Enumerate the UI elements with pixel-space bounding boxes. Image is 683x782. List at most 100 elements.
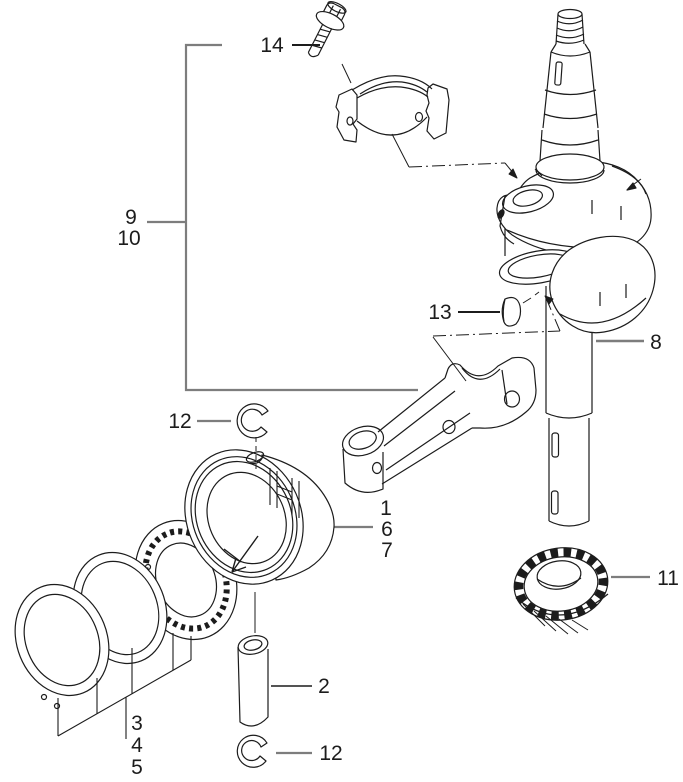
piston-part [184, 437, 335, 633]
piston-rings-part [14, 519, 238, 710]
rod-small-end-bore [348, 430, 377, 450]
top-ring-outer [14, 583, 110, 697]
crank-collar-bottom [535, 169, 605, 184]
rod-small-end-body [342, 448, 384, 493]
ring-drop-lines [57, 633, 192, 736]
rod-bolt-hole-left [442, 419, 456, 435]
label-12-bottom: 12 [319, 742, 342, 765]
key-alignment-dashes [522, 291, 540, 304]
crank-keyway-1 [551, 432, 560, 458]
gear-teeth [514, 547, 608, 621]
taper-keyway [554, 61, 563, 86]
label-6: 6 [381, 518, 393, 541]
thread-tip-sides [555, 13, 585, 45]
boss-oil-hole [497, 209, 505, 219]
crank-keyway-2 [550, 490, 559, 515]
rod-cap-right-lug [425, 83, 450, 140]
group-bracket-9-10 [184, 43, 418, 392]
rod-oil-hole [371, 461, 383, 475]
connecting-rod-part [341, 356, 537, 493]
woodruff-key-part [501, 291, 540, 327]
key-outline [501, 296, 522, 327]
bolt-head-top [327, 1, 347, 14]
piston-crown [184, 449, 304, 585]
thread-tip-top [557, 8, 583, 20]
rod-bolt-hole-right [503, 390, 521, 408]
rod-cap-face-curve [356, 116, 428, 136]
top-ring [14, 583, 110, 697]
rod-cap-arch-outer [351, 75, 433, 91]
crank-shoulder [550, 43, 591, 57]
gear-bore-depth [536, 577, 582, 587]
arrowhead [508, 168, 518, 179]
label-1: 1 [380, 497, 392, 520]
rod-cap-bolt-hole-left [346, 116, 354, 126]
rod-cap-bearing-edge [359, 81, 428, 95]
label-14: 14 [260, 34, 284, 57]
label-13: 13 [428, 301, 451, 324]
crank-taper [542, 51, 599, 129]
circlip-bottom-part [236, 734, 268, 768]
cap-alignment-line [391, 133, 518, 179]
label-12-top: 12 [168, 410, 191, 433]
ring-callout-lines [57, 633, 192, 739]
tip-threads [555, 19, 585, 44]
label-5: 5 [131, 756, 143, 779]
piston-arrow-stamp [223, 535, 259, 573]
pin-bore [243, 639, 263, 651]
piston-pin-part [237, 635, 269, 727]
circlip-top-part [236, 403, 269, 439]
piston-ring-groove-1 [190, 456, 298, 578]
label-11: 11 [657, 567, 679, 590]
crankpin-boss-side [499, 195, 515, 245]
gear-bottom-edge [515, 593, 609, 616]
label-8: 8 [650, 331, 662, 354]
label-2: 2 [318, 675, 330, 698]
key-flat-face [502, 298, 506, 323]
upper-web-lobe-line [611, 165, 647, 195]
rod-bearing-seat [461, 367, 501, 380]
label-9: 9 [125, 206, 137, 229]
piston-crown-rim [184, 449, 304, 585]
piston-pin-bore-mark [245, 451, 265, 465]
crank-shaft-lower [548, 418, 590, 521]
taper-bands [543, 89, 598, 120]
crank-collar [535, 153, 605, 181]
timing-gear-part [513, 547, 609, 635]
crankpin-bore [512, 189, 544, 207]
upper-web-ticks [591, 200, 622, 220]
rod-lug-face-line [501, 369, 508, 405]
label-4: 4 [131, 734, 143, 757]
gear-bore [536, 560, 582, 590]
ring-gap-mark [40, 693, 48, 701]
rod-cap-bearing-edge2 [356, 86, 429, 99]
rod-cap-bolt-hole [414, 111, 424, 123]
label-7: 7 [381, 539, 393, 562]
web-pointer-arrowhead [626, 182, 637, 191]
pin-bore-groove [249, 457, 264, 465]
rod-shank [377, 377, 473, 485]
journal-band [541, 139, 599, 146]
arrowhead [544, 295, 554, 305]
collar-tick [534, 168, 543, 177]
gear-helix-hatch [522, 603, 589, 635]
crank-lower-web [549, 235, 656, 334]
ring-gap-mark [53, 702, 61, 710]
bolt-shank [307, 23, 333, 56]
part-labels: 14 9 10 13 8 12 1 6 7 11 2 3 12 4 5 [117, 34, 679, 779]
piston-crown-face [206, 471, 287, 565]
crank-shaft-step [545, 412, 593, 419]
pin-body [237, 646, 269, 727]
bolt-hex [322, 2, 346, 23]
label-3: 3 [131, 712, 143, 735]
line-art [14, 1, 656, 768]
ring-callout-diagonal [57, 659, 192, 737]
top-ring-inner [23, 593, 101, 687]
piston-skirt-window [269, 468, 300, 518]
bolt-insertion-line [341, 63, 352, 84]
rod-alignment-line [432, 295, 561, 382]
bolt-threads [311, 28, 331, 49]
bolt-tip [307, 52, 319, 58]
crank-shaft-bottom [548, 520, 590, 527]
rod-cap-part [335, 75, 450, 143]
